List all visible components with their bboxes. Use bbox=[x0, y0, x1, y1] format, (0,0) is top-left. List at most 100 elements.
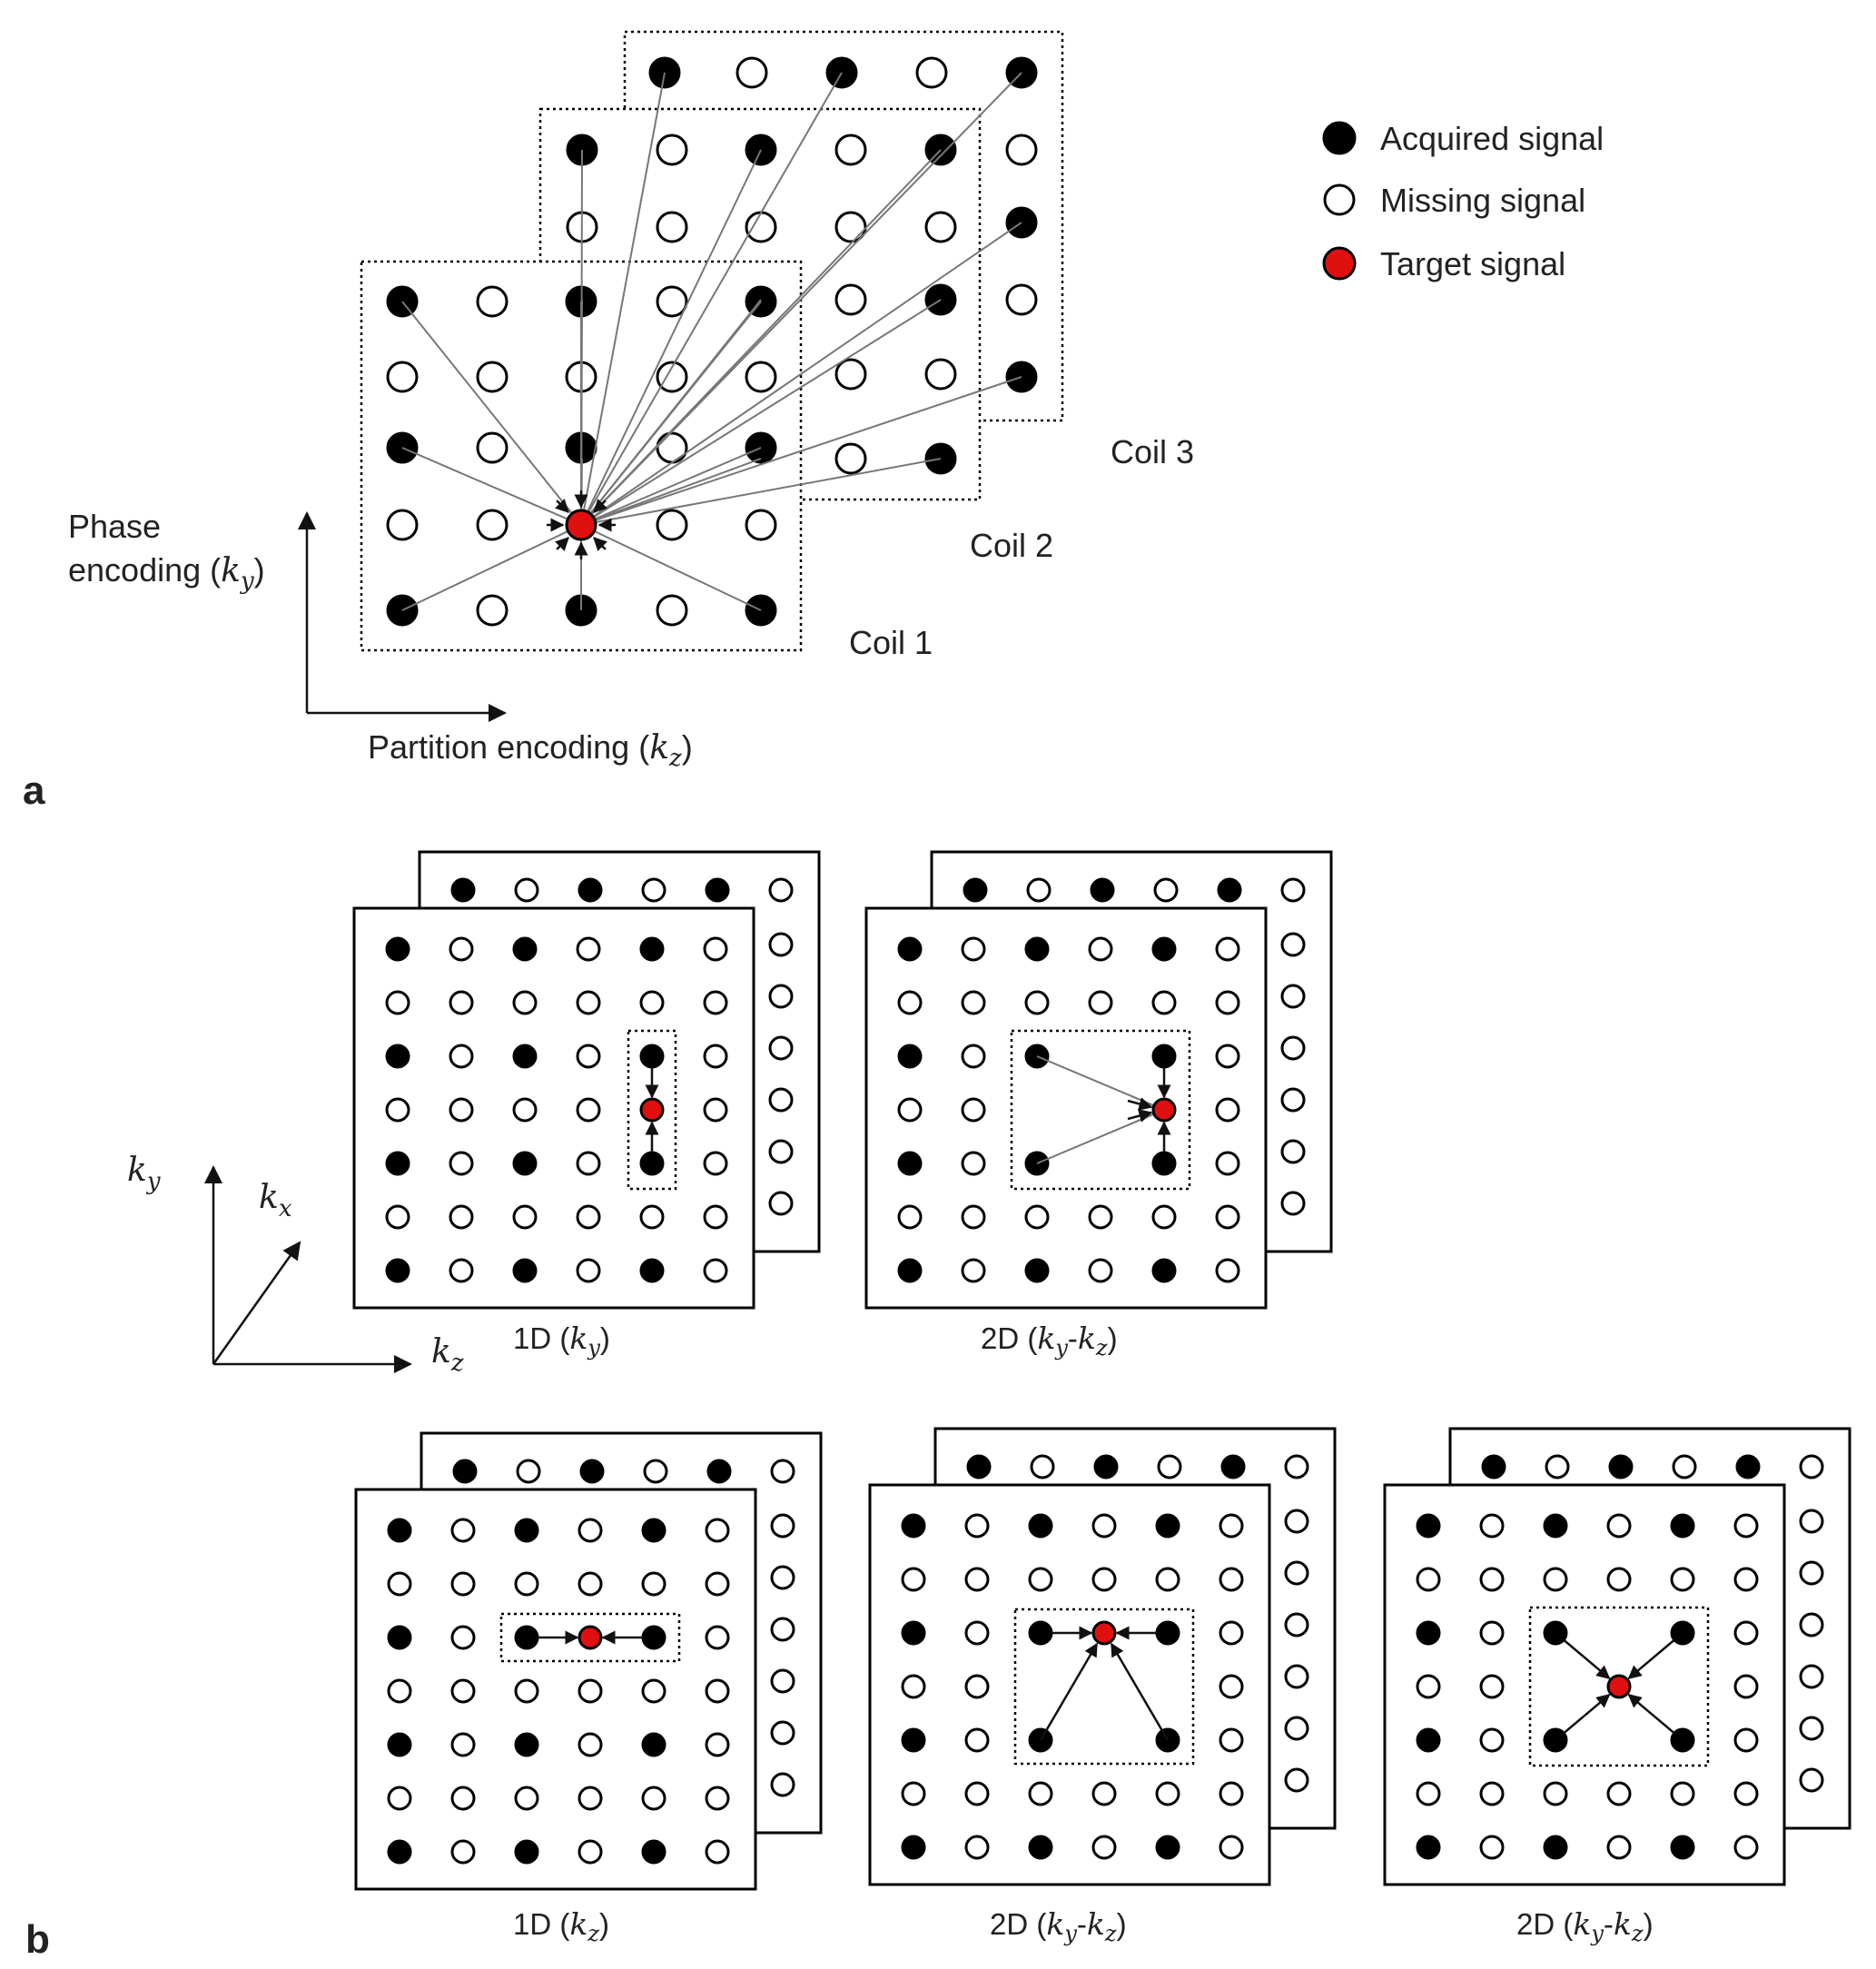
missing-signal-dot bbox=[964, 1513, 990, 1539]
target-signal-group bbox=[547, 490, 616, 559]
missing-signal-dot bbox=[915, 56, 948, 89]
panel-a-label: a bbox=[23, 768, 45, 813]
missing-signal-dot bbox=[1280, 1191, 1306, 1216]
kernel-arrow bbox=[1627, 1638, 1675, 1679]
acquired-signal-dot bbox=[1093, 1454, 1119, 1479]
acquired-signal-dot bbox=[1151, 1044, 1177, 1069]
missing-signal-dot bbox=[736, 56, 768, 89]
missing-signal-dot bbox=[1479, 1727, 1505, 1753]
kernel-diagram-2d-mid bbox=[868, 1427, 1337, 1886]
acquired-signal-dot bbox=[514, 1732, 539, 1757]
missing-signal-dot bbox=[1091, 1835, 1117, 1860]
legend-acquired-label: Acquired signal bbox=[1380, 120, 1604, 157]
missing-signal-dot bbox=[964, 1567, 990, 1592]
missing-signal-dot bbox=[964, 1674, 990, 1699]
missing-signal-dot bbox=[449, 1204, 474, 1230]
caption-1d-ky: 1D (ky) bbox=[513, 1321, 610, 1360]
kernel-arrow bbox=[1563, 1638, 1611, 1679]
caption-2d-ky-kz-mid: 2D (ky-kz) bbox=[990, 1906, 1127, 1946]
kernel-connection-line bbox=[580, 447, 762, 526]
coil-3-label: Coil 3 bbox=[1111, 433, 1194, 470]
missing-signal-dot bbox=[1215, 936, 1240, 962]
missing-signal-dot bbox=[768, 1087, 794, 1113]
missing-signal-dot bbox=[1005, 283, 1038, 316]
acquired-signal-dot bbox=[514, 1839, 539, 1865]
missing-signal-dot bbox=[1005, 134, 1038, 166]
missing-signal-dot bbox=[514, 1786, 539, 1811]
missing-signal-dot bbox=[964, 1727, 990, 1753]
kx-axis-line bbox=[212, 1241, 301, 1365]
acquired-signal-dot bbox=[1543, 1835, 1568, 1860]
missing-signal-dot bbox=[450, 1839, 476, 1865]
missing-signal-dot bbox=[1479, 1620, 1505, 1646]
missing-signal-dot bbox=[901, 1674, 926, 1699]
missing-signal-dot bbox=[1219, 1781, 1244, 1806]
missing-signal-dot bbox=[514, 1571, 539, 1597]
acquired-signal-dot bbox=[385, 1151, 410, 1176]
missing-signal-dot bbox=[703, 1204, 728, 1230]
acquired-signal-dot bbox=[1416, 1620, 1441, 1646]
missing-signal-dot bbox=[578, 1518, 603, 1543]
acquired-signal-dot bbox=[1543, 1620, 1568, 1646]
missing-signal-dot bbox=[450, 1625, 476, 1650]
legend-acquired-marker bbox=[1322, 121, 1357, 155]
kernel-connection-line bbox=[401, 301, 582, 526]
missing-signal-dot bbox=[705, 1571, 730, 1597]
legend: Acquired signal Missing signal Target si… bbox=[1322, 120, 1604, 282]
acquired-signal-dot bbox=[385, 936, 410, 962]
missing-signal-dot bbox=[703, 1258, 728, 1283]
missing-signal-dot bbox=[770, 1513, 795, 1539]
acquired-signal-dot bbox=[1543, 1727, 1568, 1753]
missing-signal-dot bbox=[897, 990, 923, 1015]
missing-signal-dot bbox=[1215, 1097, 1240, 1123]
kernel-connection-line bbox=[580, 299, 762, 526]
missing-signal-dot bbox=[1284, 1509, 1309, 1534]
kernel-arrow bbox=[1127, 1097, 1153, 1111]
missing-signal-dot bbox=[1280, 877, 1306, 903]
acquired-signal-dot bbox=[1220, 1454, 1246, 1479]
missing-signal-dot bbox=[386, 509, 419, 541]
missing-signal-dot bbox=[961, 936, 986, 962]
acquired-signal-dot bbox=[1608, 1454, 1634, 1479]
missing-signal-dot bbox=[1606, 1781, 1632, 1806]
kernel-diagram-1d-kz bbox=[354, 1431, 823, 1891]
missing-signal-dot bbox=[1280, 932, 1306, 957]
missing-signal-dot bbox=[1088, 1204, 1113, 1230]
missing-signal-dot bbox=[1215, 1258, 1240, 1283]
missing-signal-dot bbox=[770, 1720, 795, 1746]
missing-signal-dot bbox=[1733, 1513, 1759, 1539]
missing-signal-dot bbox=[1280, 1087, 1306, 1113]
missing-signal-dot bbox=[924, 211, 957, 243]
target-signal-dot bbox=[1606, 1674, 1632, 1699]
front-coil-frame bbox=[354, 1488, 757, 1891]
acquired-signal-dot bbox=[512, 1258, 538, 1283]
acquired-signal-dot bbox=[1028, 1835, 1053, 1860]
missing-signal-dot bbox=[770, 1668, 795, 1694]
acquired-signal-dot bbox=[514, 1518, 539, 1543]
acquired-signal-dot bbox=[385, 1044, 410, 1069]
kernel-connection-line bbox=[580, 72, 666, 526]
kernel-arrow bbox=[1039, 1642, 1099, 1741]
missing-signal-dot bbox=[770, 1772, 795, 1797]
missing-signal-dot bbox=[1151, 1204, 1177, 1230]
target-signal-dot bbox=[1091, 1620, 1117, 1646]
missing-signal-dot bbox=[834, 211, 867, 243]
missing-signal-dot bbox=[705, 1732, 730, 1757]
acquired-signal-dot bbox=[387, 1839, 412, 1865]
acquired-signal-dot bbox=[452, 1459, 478, 1484]
target-arrow bbox=[593, 537, 607, 551]
missing-signal-dot bbox=[1215, 1151, 1240, 1176]
missing-signal-dot bbox=[1215, 1204, 1240, 1230]
target-signal-dot bbox=[639, 1097, 665, 1123]
acquired-signal-dot bbox=[641, 1625, 666, 1650]
missing-signal-dot bbox=[576, 1044, 601, 1069]
missing-signal-dot bbox=[901, 1781, 926, 1806]
missing-signal-dot bbox=[450, 1518, 476, 1543]
target-arrow bbox=[555, 499, 569, 513]
missing-signal-dot bbox=[770, 1565, 795, 1590]
acquired-signal-dot bbox=[1151, 936, 1177, 962]
acquired-signal-dot bbox=[1543, 1513, 1568, 1539]
missing-signal-dot bbox=[961, 1044, 986, 1069]
missing-signal-dot bbox=[1543, 1567, 1568, 1592]
kernel-connection-line bbox=[580, 524, 762, 611]
